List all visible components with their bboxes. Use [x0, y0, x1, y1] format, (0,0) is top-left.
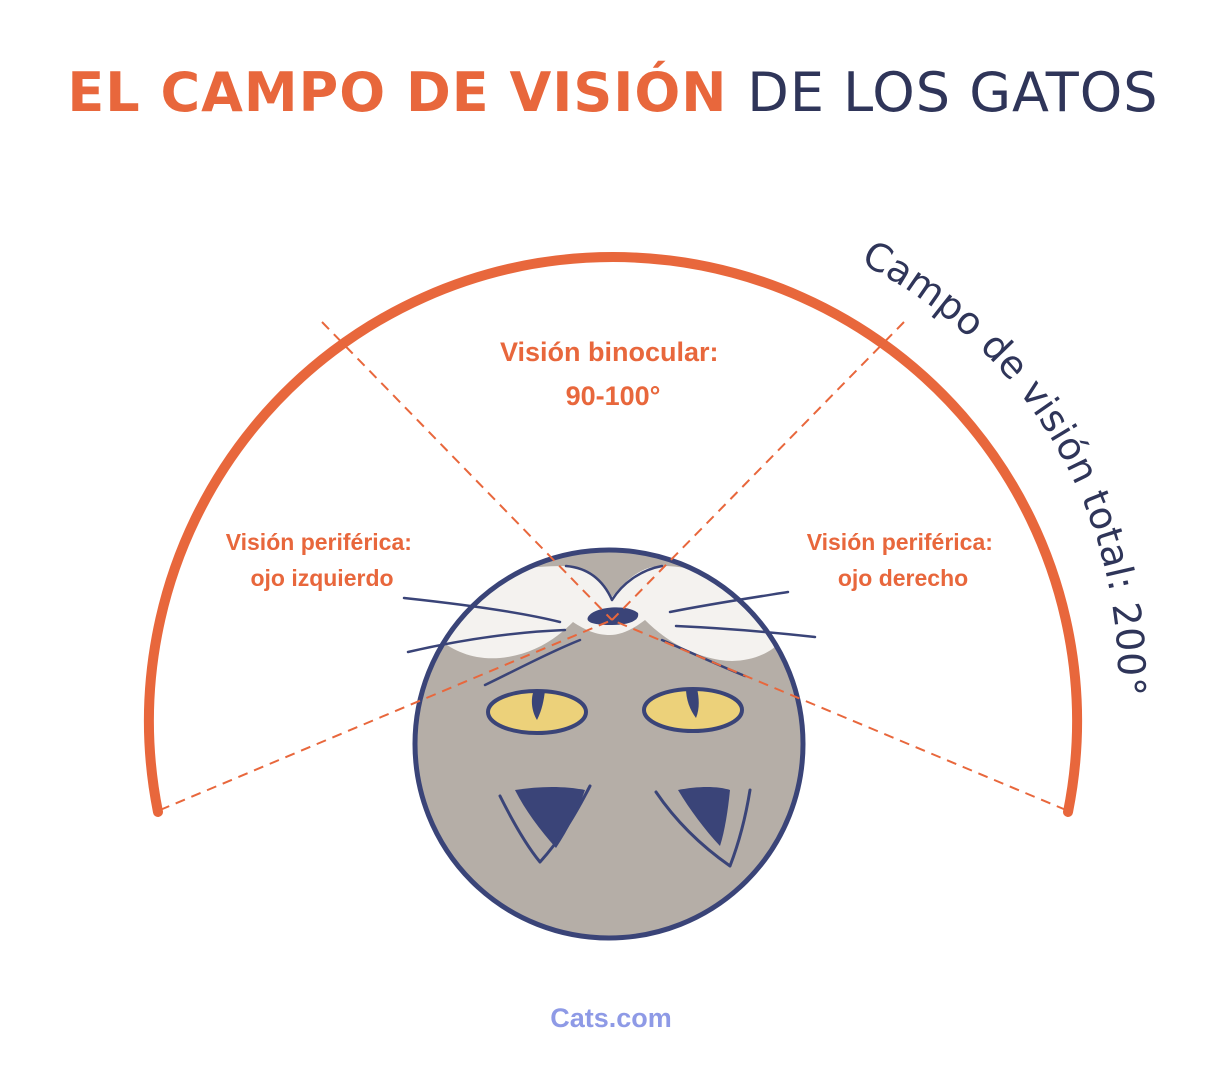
binocular-label-line1: Visión binocular:: [500, 337, 719, 367]
cat-head-outline: [412, 547, 806, 941]
left-ear-outline: [498, 784, 592, 864]
right-peripheral-label: Visión periférica: ojo derecho: [807, 529, 1000, 591]
cat-nose: [587, 607, 639, 625]
right-peripheral-label-line1: Visión periférica:: [807, 529, 993, 555]
left-pupil: [531, 690, 545, 720]
binocular-label: Visión binocular: 90-100°: [500, 337, 726, 411]
title-rest: DE LOS GATOS: [747, 61, 1159, 124]
cat-fur-lines: [564, 564, 664, 602]
binocular-left-boundary: [321, 321, 613, 621]
page-title: EL CAMPO DE VISIÓN DE LOS GATOS: [0, 58, 1226, 128]
right-ear: [678, 787, 730, 846]
whiskers: [402, 590, 817, 687]
vision-boundaries: [159, 321, 1067, 811]
brand-logo: Cats.com: [550, 1003, 672, 1033]
right-pupil: [686, 688, 699, 718]
left-ear: [515, 787, 585, 848]
right-peripheral-label-line2: ojo derecho: [838, 565, 968, 591]
cat-head: [402, 547, 817, 941]
total-vision-arc: [144, 252, 1082, 817]
left-peripheral-label-line2: ojo izquierdo: [250, 565, 393, 591]
title-highlight: EL CAMPO DE VISIÓN: [67, 61, 728, 124]
right-peripheral-boundary: [611, 619, 1067, 811]
left-peripheral-label-line1: Visión periférica:: [226, 529, 412, 555]
left-peripheral-label: Visión periférica: ojo izquierdo: [226, 529, 419, 591]
binocular-label-line2: 90-100°: [566, 381, 661, 411]
right-ear-outline: [654, 788, 752, 868]
left-peripheral-boundary: [159, 619, 613, 811]
binocular-right-boundary: [611, 321, 905, 621]
